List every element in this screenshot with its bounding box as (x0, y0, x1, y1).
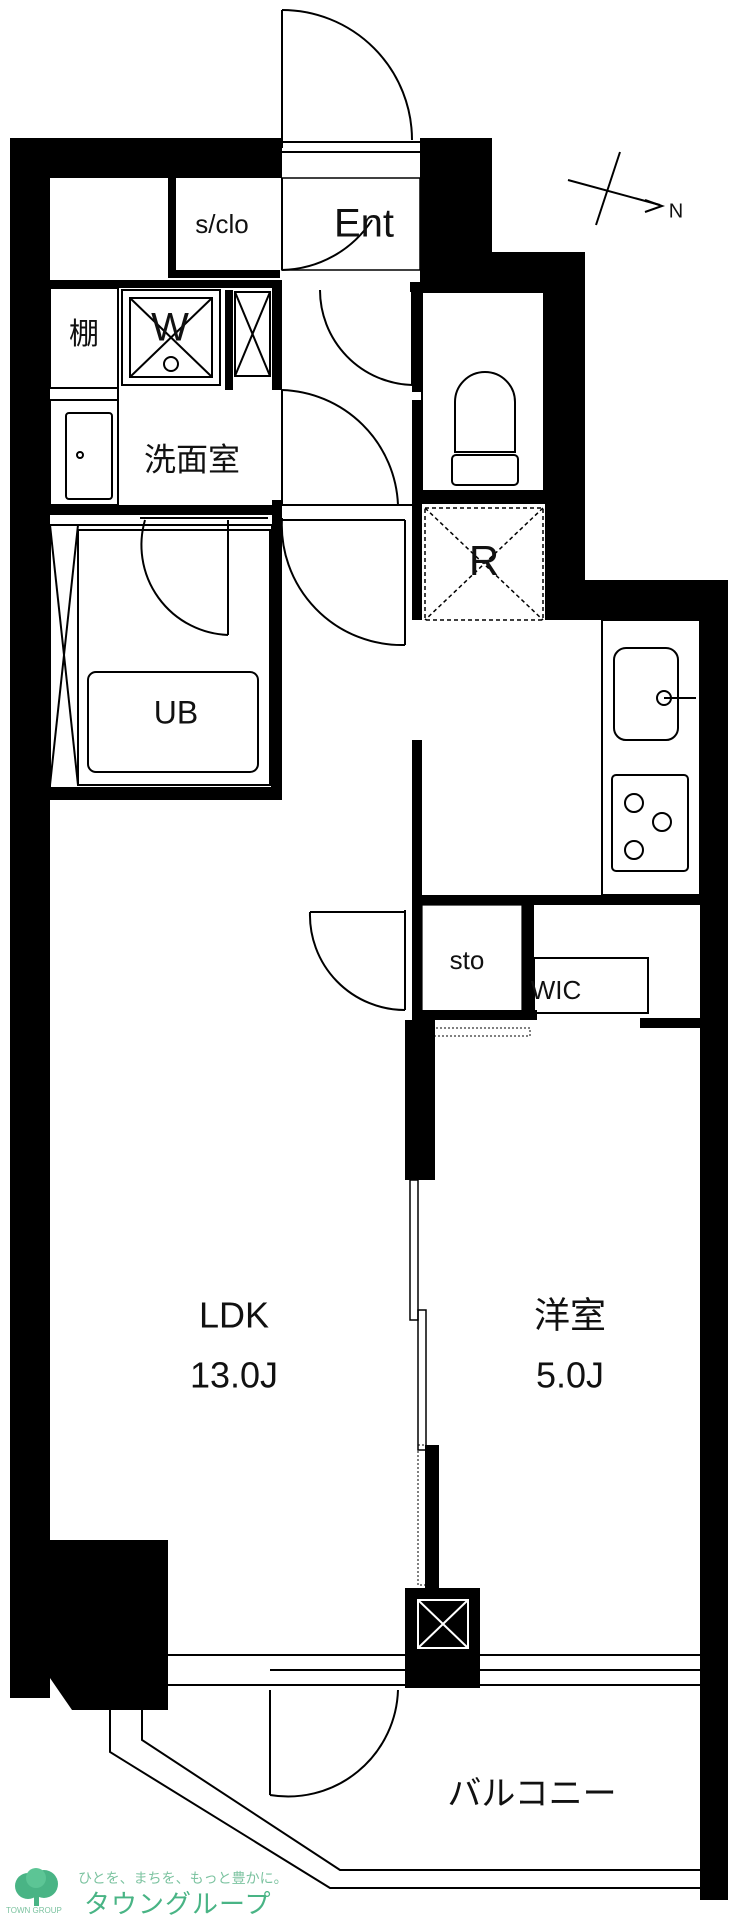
label-walk-in-closet: WIC (531, 975, 582, 1005)
label-bath: UB (154, 694, 198, 730)
shaft-box (234, 291, 271, 377)
hall-doors (140, 289, 413, 647)
brand-name: タウングループ (84, 1890, 272, 1920)
label-storage: sto (450, 945, 485, 975)
balcony-windows (168, 1654, 700, 1686)
ent-area (281, 177, 421, 271)
refrigerator-space (424, 507, 544, 621)
label-ldk-size: 13.0J (190, 1355, 278, 1396)
label-shoe-closet: s/clo (195, 209, 248, 239)
balcony-outline (109, 1710, 700, 1889)
label-refrigerator: R (469, 537, 499, 584)
brand-logo (8, 1868, 348, 1918)
label-shelf: 棚 (69, 318, 99, 351)
label-washer: W (151, 306, 189, 350)
sliding-partition (409, 1179, 427, 1451)
label-ldk-name: LDK (199, 1295, 269, 1336)
washroom-fixtures (49, 287, 119, 506)
label-bedroom-size: 5.0J (536, 1355, 604, 1396)
balcony-door (269, 1689, 399, 1798)
sto-door (308, 910, 649, 1014)
label-balcony: バルコニー (447, 1775, 616, 1813)
washer-pan (121, 289, 221, 386)
pipe-shaft (417, 1599, 469, 1649)
dotted-threshold (417, 1027, 531, 1586)
brand-sub: TOWN GROUP (6, 1906, 62, 1915)
label-entrance: Ent (334, 202, 394, 246)
interior-walls (50, 178, 702, 1590)
toilet (421, 291, 545, 493)
kitchen-counter (601, 619, 701, 896)
compass-icon (567, 151, 666, 226)
brand-tagline: ひとを、まちを、もっと豊かに。 (78, 1871, 288, 1887)
bathroom (49, 524, 273, 789)
label-north: N (669, 200, 683, 222)
tree-logo-icon (15, 1868, 58, 1906)
label-bedroom-name: 洋室 (534, 1295, 606, 1336)
sto-inner (421, 904, 523, 1016)
entrance-door (281, 9, 420, 153)
label-washroom: 洗面室 (144, 441, 240, 477)
